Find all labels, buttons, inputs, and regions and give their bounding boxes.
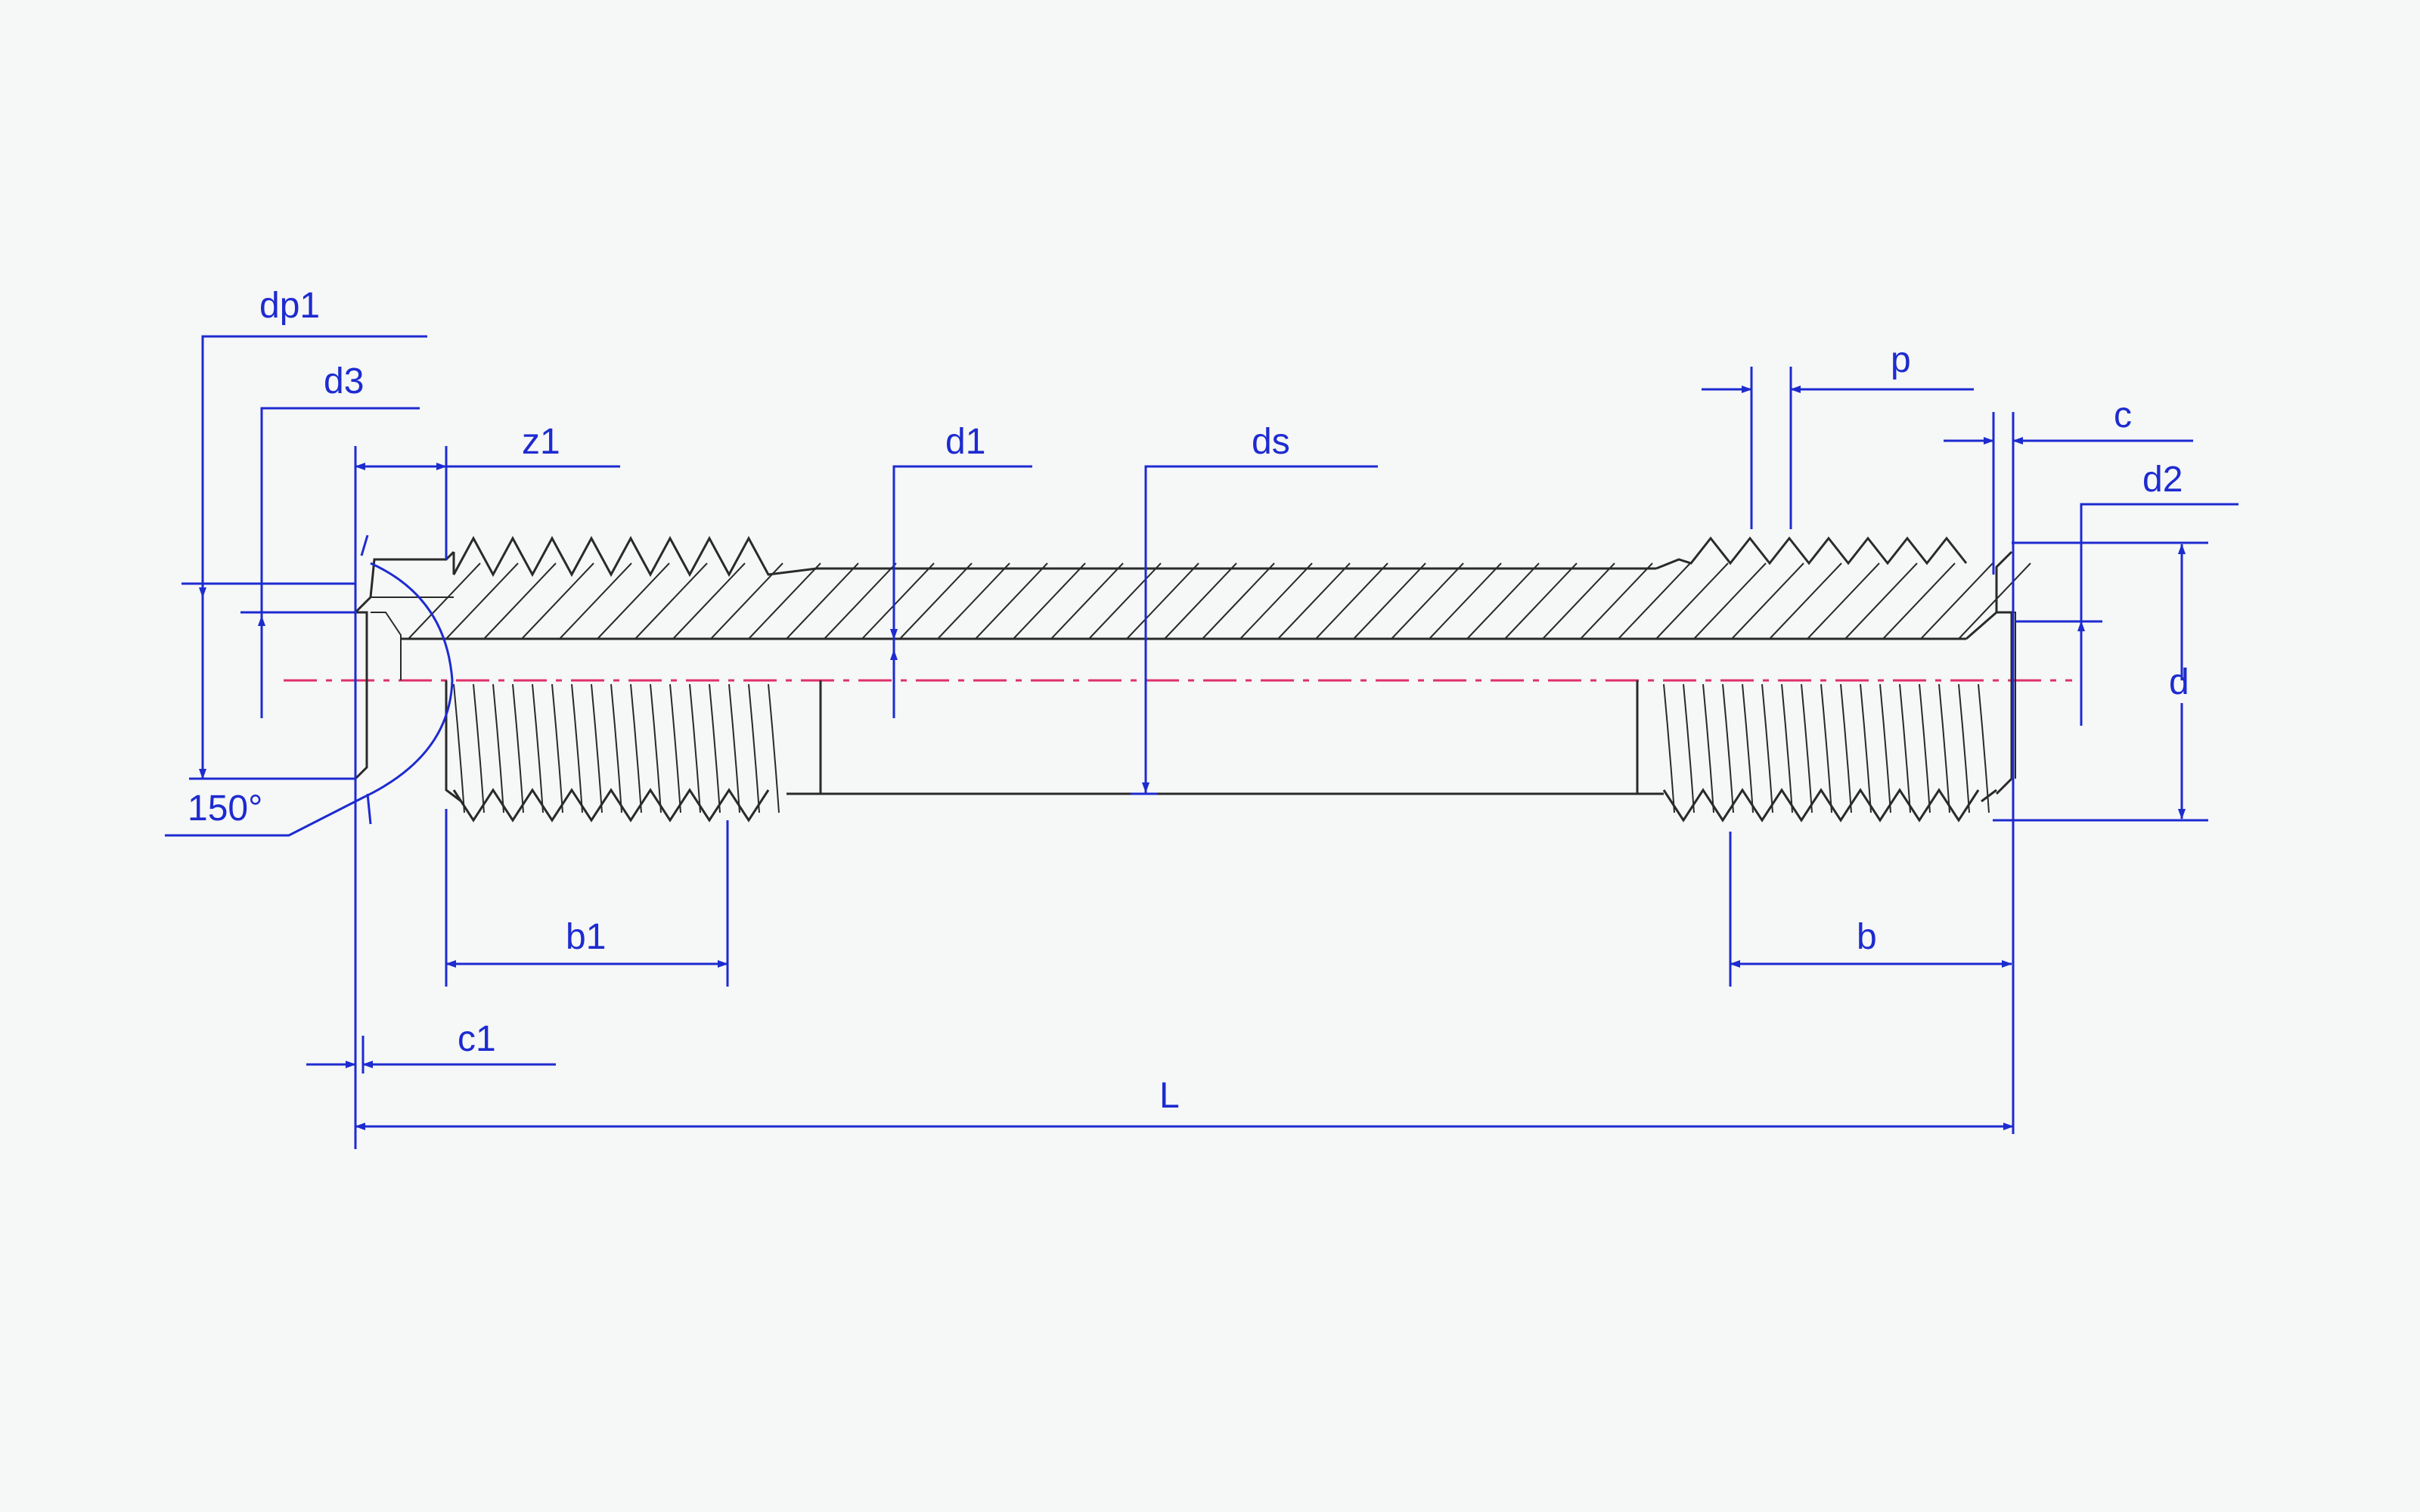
shank-right-neck: [1634, 680, 1664, 795]
right-bore-step: [1996, 612, 2016, 779]
label-dp1: dp1: [259, 286, 320, 326]
dim-d2: d2: [2015, 460, 2238, 726]
dim-c1: c1: [306, 824, 556, 1149]
dim-L: L: [355, 1076, 2014, 1130]
dim-b: b: [1729, 832, 2012, 987]
label-angle: 150°: [188, 789, 262, 829]
dimensions: dp1 d3 z1 d1 ds: [165, 286, 2238, 1149]
label-d1: d1: [945, 422, 985, 462]
left-thread-crest-top: [452, 535, 818, 578]
right-thread-crest-bottom: [1662, 788, 1980, 823]
shank-left-neck: [786, 680, 824, 795]
thread-flank-lines: [453, 683, 1990, 813]
label-d: d: [2169, 662, 2189, 702]
dim-c: c: [1944, 395, 2193, 1134]
left-thread-crest-bottom: [452, 788, 770, 823]
label-c: c: [2114, 395, 2132, 435]
label-d3: d3: [324, 361, 364, 401]
dim-d1: d1: [890, 422, 1032, 718]
right-thread-crest-top: [1655, 536, 1968, 570]
label-p: p: [1891, 340, 1911, 380]
label-d2: d2: [2142, 460, 2183, 500]
dim-p: p: [1702, 340, 1974, 529]
dim-angle-150: 150°: [165, 534, 454, 837]
dim-z1: z1: [354, 422, 620, 824]
dim-dp1: dp1: [182, 286, 427, 780]
label-b: b: [1857, 917, 1877, 957]
dim-b1: b1: [445, 809, 729, 987]
left-end-face: [354, 550, 455, 780]
dim-d3: d3: [240, 361, 420, 718]
label-c1: c1: [458, 1019, 496, 1059]
dim-ds: ds: [1131, 422, 1378, 795]
label-b1: b1: [566, 917, 606, 957]
right-thread-end: [1981, 789, 1997, 803]
right-end-face: [1965, 550, 2013, 795]
left-bore-step: [371, 596, 454, 680]
label-ds: ds: [1252, 422, 1290, 462]
dim-d: d: [1993, 541, 2208, 822]
section-hatching: [408, 562, 2031, 640]
label-z1: z1: [522, 422, 560, 462]
stud-body: [284, 535, 2072, 823]
label-L: L: [1159, 1076, 1180, 1116]
